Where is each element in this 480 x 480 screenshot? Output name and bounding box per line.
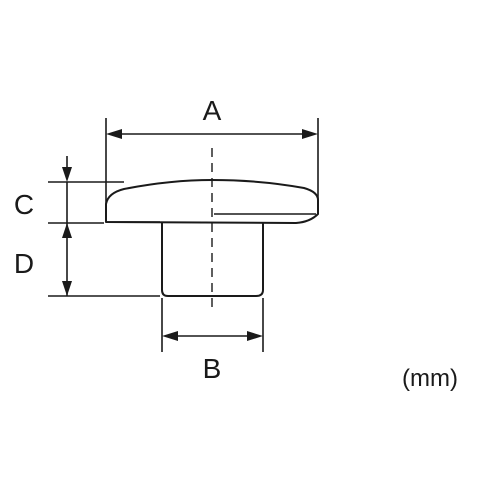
dim-c-label: C xyxy=(14,189,34,220)
dim-c-arrow-bottom xyxy=(62,223,72,238)
dim-c-arrow-top xyxy=(62,167,72,182)
dim-b-arrow-left xyxy=(162,331,178,341)
dim-a-arrow-left xyxy=(106,129,122,139)
dim-a-label: A xyxy=(203,95,222,126)
cap-outline xyxy=(105,179,319,224)
dim-d-label: D xyxy=(14,248,34,279)
shank-outline xyxy=(161,223,264,297)
dim-b-label: B xyxy=(203,353,222,384)
unit-label: (mm) xyxy=(402,365,458,392)
dim-b-arrow-right xyxy=(247,331,263,341)
dim-a-arrow-right xyxy=(302,129,318,139)
dim-d-arrow-bottom xyxy=(62,281,72,296)
